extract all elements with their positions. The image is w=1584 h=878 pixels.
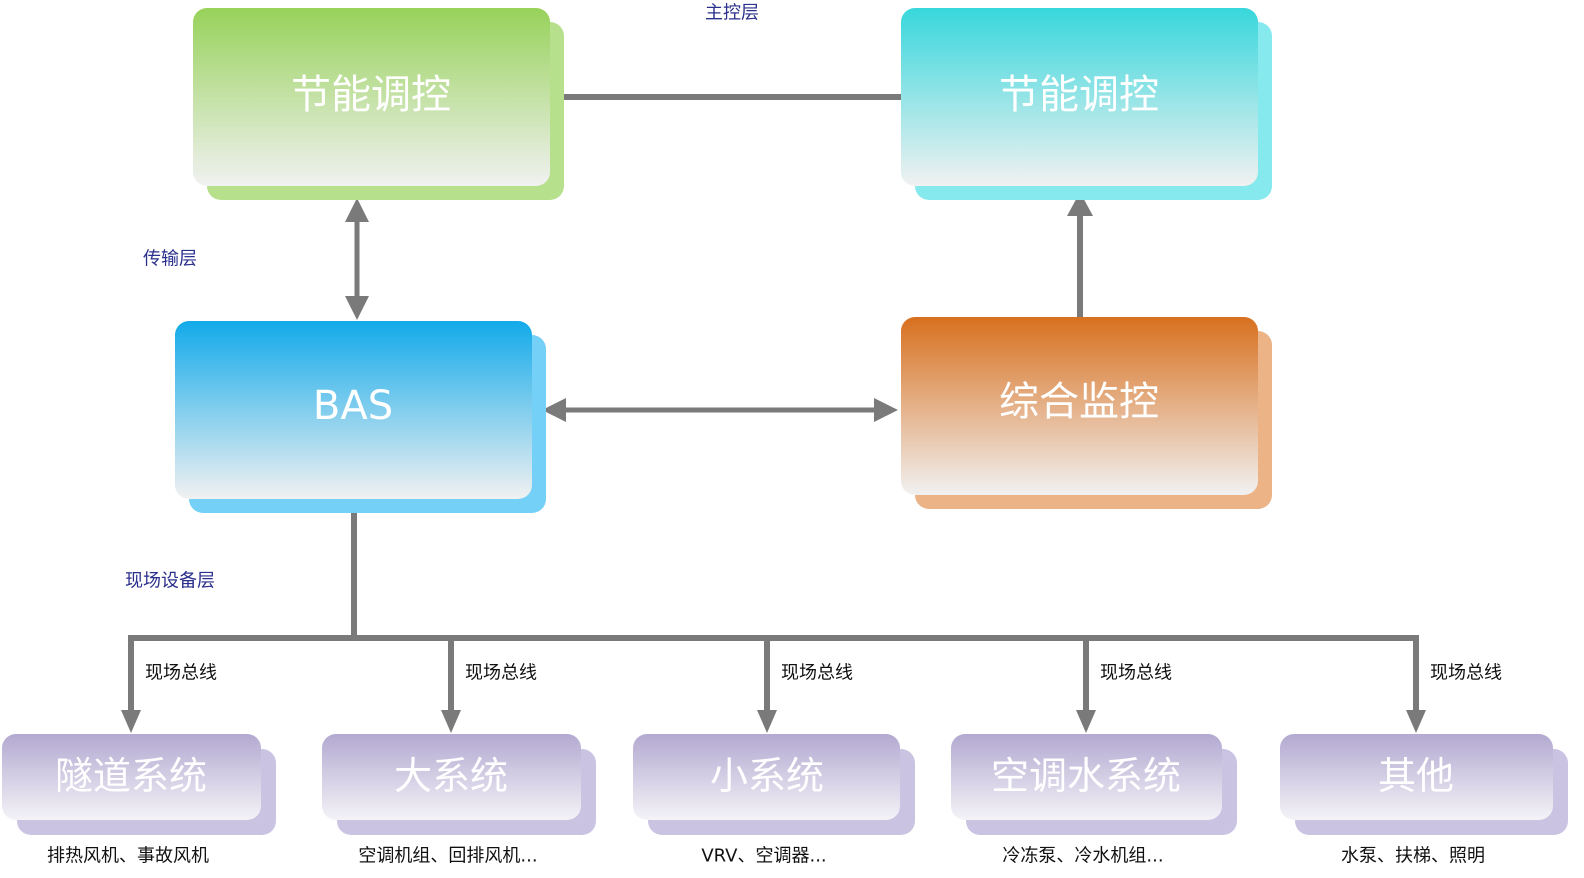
node-label: 节能调控: [999, 72, 1159, 118]
node-box: [193, 8, 550, 186]
arrowhead-bas-monitor-right: [874, 398, 898, 422]
field-bus-label: 现场总线: [465, 663, 537, 684]
bus-drop: 现场总线: [441, 638, 537, 733]
subsystem-label: 小系统: [710, 754, 824, 798]
bus-drop-arrowhead: [1076, 710, 1096, 733]
subsystem-node: 空调水系统冷冻泵、冷水机组...: [951, 734, 1237, 867]
field-bus-drops: 现场总线 现场总线 现场总线 现场总线 现场总线: [121, 638, 1502, 733]
node-label: BAS: [313, 383, 393, 429]
subsystem-label: 隧道系统: [55, 754, 207, 798]
arrowhead-monitor-energy: [1067, 192, 1093, 216]
subsystem-box: [951, 734, 1222, 820]
field-bus-label: 现场总线: [145, 663, 217, 684]
bus-drop-arrowhead: [1406, 710, 1426, 733]
connectors: [128, 94, 1419, 641]
node-bas: BAS: [175, 321, 546, 513]
bus-drop: 现场总线: [757, 638, 853, 733]
subsystem-equipment: 排热风机、事故风机: [47, 846, 209, 867]
arrowhead-bas-monitor-left: [542, 398, 566, 422]
subsystem-box: [322, 734, 581, 820]
node-label: 节能调控: [291, 72, 451, 118]
field-bus-label: 现场总线: [1430, 663, 1502, 684]
layer-label-transmission: 传输层: [143, 249, 197, 270]
bus-drop: 现场总线: [121, 638, 217, 733]
subsystem-node: 大系统空调机组、回排风机...: [322, 734, 596, 867]
subsystem-box: [2, 734, 261, 820]
layer-label-main-control: 主控层: [705, 3, 759, 24]
subsystems: 隧道系统排热风机、事故风机大系统空调机组、回排风机...小系统VRV、空调器..…: [2, 734, 1568, 867]
arrowhead-energy-bas-up: [345, 198, 369, 222]
field-bus-label: 现场总线: [781, 663, 853, 684]
node-box: [901, 8, 1258, 186]
node-integrated-monitoring: 综合监控: [901, 317, 1272, 509]
node-label: 综合监控: [999, 379, 1159, 425]
subsystem-node: 小系统 VRV、空调器...: [633, 734, 915, 867]
subsystem-label: 其他: [1378, 754, 1454, 798]
node-energy-control-left: 节能调控: [193, 8, 564, 200]
node-box: [175, 321, 532, 499]
subsystem-equipment: 冷冻泵、冷水机组...: [1002, 846, 1163, 867]
bus-drop-arrowhead: [757, 710, 777, 733]
subsystem-label: 空调水系统: [991, 754, 1181, 798]
subsystem-box: [633, 734, 900, 820]
subsystem-box: [1280, 734, 1553, 820]
bus-drop: 现场总线: [1076, 638, 1172, 733]
bus-drop-arrowhead: [441, 710, 461, 733]
bus-drop: 现场总线: [1406, 638, 1502, 733]
field-bus-label: 现场总线: [1100, 663, 1172, 684]
subsystem-equipment: 空调机组、回排风机...: [358, 846, 537, 867]
bus-drop-arrowhead: [121, 710, 141, 733]
subsystem-equipment: VRV、空调器...: [701, 846, 826, 867]
subsystem-label: 大系统: [394, 754, 508, 798]
node-box: [901, 317, 1258, 495]
subsystem-equipment: 水泵、扶梯、照明: [1341, 846, 1485, 867]
node-energy-control-right: 节能调控: [901, 8, 1272, 200]
arrowhead-energy-bas-down: [345, 296, 369, 320]
layer-label-field-device: 现场设备层: [125, 571, 215, 592]
